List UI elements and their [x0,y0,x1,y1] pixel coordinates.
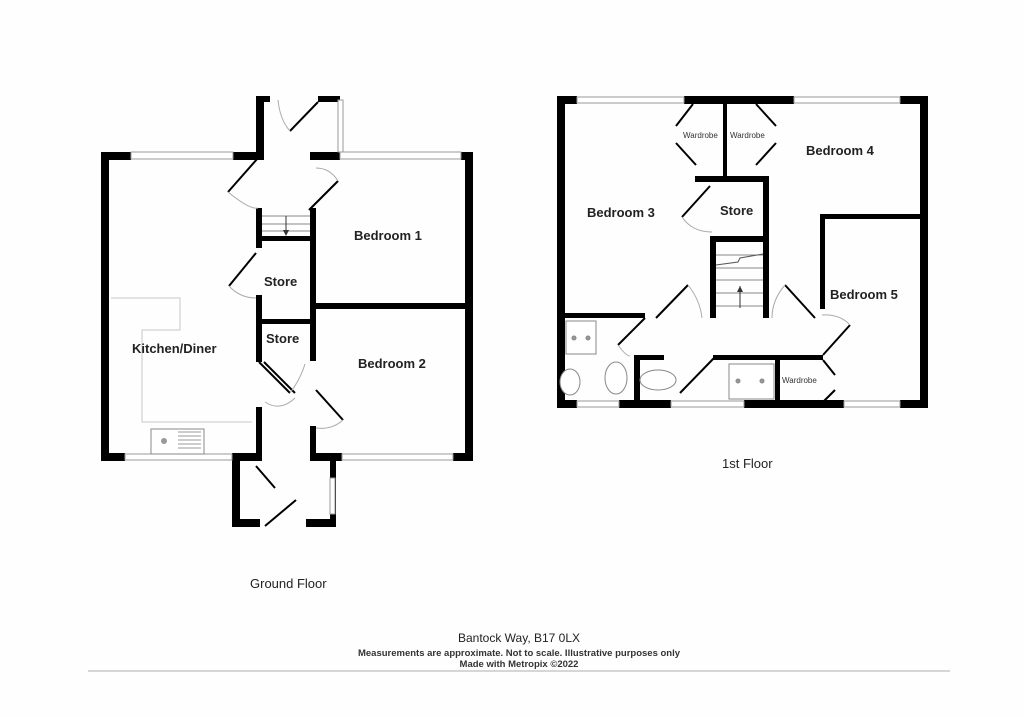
first-floor-plan [557,96,928,408]
ground-floor-windows [124,99,462,515]
room-label-bedroom-2: Bedroom 2 [358,356,426,371]
sink-icon [150,428,205,455]
ground-floor-doors [227,101,344,527]
room-label-store-lower: Store [266,331,300,346]
shower-tray-icon [565,320,597,355]
credit-text: Made with Metropix ©2022 [459,659,579,670]
first-floor-stairs [715,253,764,308]
room-label-store-upper: Store [264,274,298,289]
first-floor-label: 1st Floor [722,456,773,471]
property-address: Bantock Way, B17 0LX [457,631,581,645]
ground-floor-door-arcs [227,99,344,429]
toilet-icon [604,361,628,395]
ground-floor-plan [101,96,473,527]
room-label-kitchen-diner: Kitchen/Diner [132,341,217,356]
shower-tray-icon [728,363,775,400]
first-floor-doors [617,103,851,403]
room-label-bedroom-5: Bedroom 5 [830,287,898,302]
room-label-store: Store [720,203,754,218]
room-label-wardrobe-left: Wardrobe [683,131,718,140]
kitchen-worktop [111,297,252,423]
room-label-wardrobe-right: Wardrobe [730,131,765,140]
ground-floor-stairs [262,215,310,236]
ground-floor-label: Ground Floor [250,576,327,591]
room-label-wardrobe-bottom: Wardrobe [782,376,817,385]
washbasin-icon [559,368,581,396]
first-floor-door-arcs [617,216,851,357]
first-floor-windows [576,96,901,408]
room-label-bedroom-1: Bedroom 1 [354,228,422,243]
room-label-bedroom-3: Bedroom 3 [587,205,655,220]
disclaimer-text: Measurements are approximate. Not to sca… [357,648,681,659]
bathroom-fixtures [559,320,775,400]
footer-divider [88,670,950,672]
room-label-bedroom-4: Bedroom 4 [806,143,874,158]
toilet-icon [639,369,677,391]
